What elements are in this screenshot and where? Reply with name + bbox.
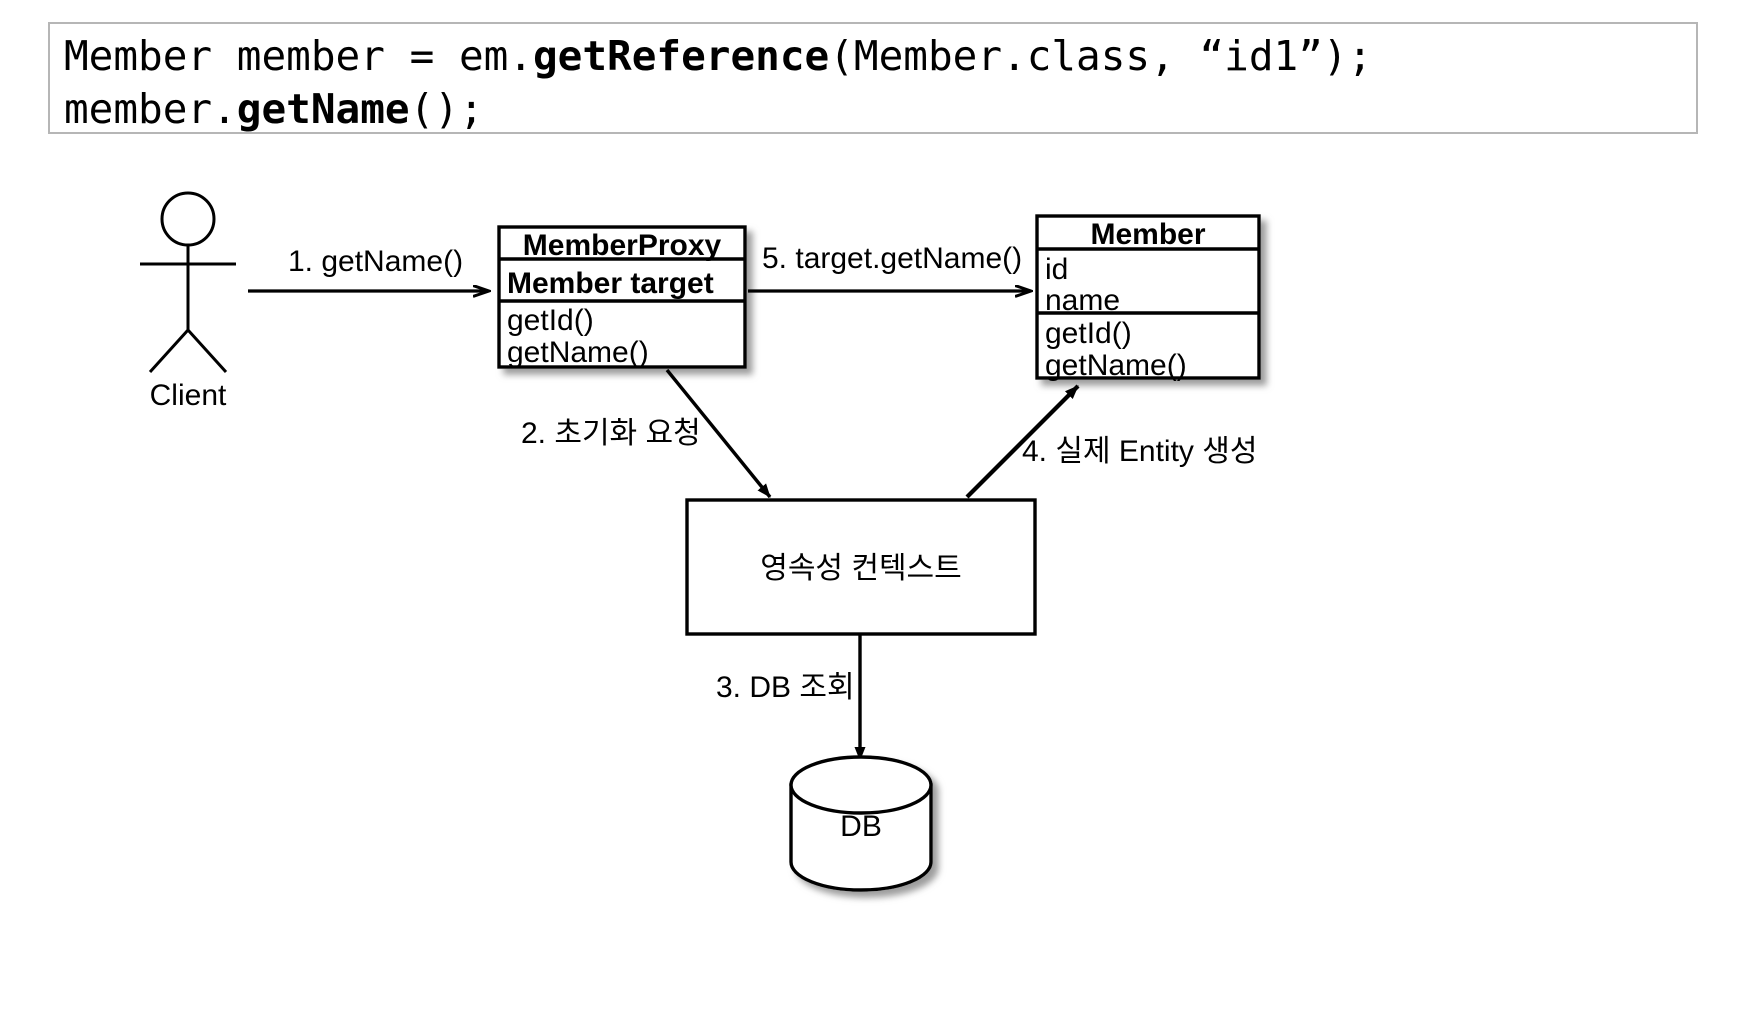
edge-5-target-getname: 5. target.getName() <box>748 242 1030 291</box>
edge-4-create-entity: 4. 실제 Entity 생성 <box>965 384 1257 499</box>
edge-2-label: 2. 초기화 요청 <box>521 417 701 450</box>
edge-2-init-request: 2. 초기화 요청 <box>521 368 772 499</box>
member-method-1: getName() <box>1045 349 1187 382</box>
code-line-1: Member member = em.getReference(Member.c… <box>64 30 1682 83</box>
edge-3-db-query: 3. DB 조회 <box>716 634 866 761</box>
code-line-1-post: (Member.class, “id1”); <box>829 32 1373 80</box>
member-method-0: getId() <box>1045 317 1132 350</box>
class-box-member <box>1035 214 1261 380</box>
member-title: Member <box>1090 218 1205 251</box>
actor-client: Client <box>140 191 236 412</box>
database-cylinder <box>789 755 933 892</box>
edge-4-line <box>965 384 1080 499</box>
database-body <box>789 783 933 892</box>
code-line-2-post: (); <box>409 85 484 133</box>
memberproxy-method-0: getId() <box>507 304 594 337</box>
memberproxy-method-1: getName() <box>507 336 649 369</box>
memberproxy-outline <box>497 225 747 369</box>
actor-leg-right <box>186 328 228 374</box>
actor-leg-left <box>148 328 190 374</box>
member-attr-0: id <box>1045 253 1068 286</box>
code-block: Member member = em.getReference(Member.c… <box>48 22 1698 134</box>
edge-3-label: 3. DB 조회 <box>716 671 855 704</box>
code-line-1-pre: Member member = em. <box>64 32 533 80</box>
edge-1-getname: 1. getName() <box>248 245 488 291</box>
class-box-memberproxy <box>497 225 747 369</box>
database-label: DB <box>840 810 882 843</box>
actor-head-icon <box>160 191 216 247</box>
member-outline <box>1035 214 1261 380</box>
actor-label: Client <box>150 379 227 412</box>
code-line-1-bold: getReference <box>533 32 830 80</box>
edge-2-line <box>665 368 772 499</box>
edge-4-label: 4. 실제 Entity 생성 <box>1022 435 1257 468</box>
edge-1-label: 1. getName() <box>288 245 463 278</box>
edge-5-label: 5. target.getName() <box>762 242 1022 275</box>
member-attr-1: name <box>1045 284 1120 317</box>
memberproxy-field: Member target <box>507 267 714 300</box>
code-line-2-bold: getName <box>236 85 410 133</box>
memberproxy-title: MemberProxy <box>523 229 722 262</box>
persistence-context-label: 영속성 컨텍스트 <box>760 552 962 585</box>
class-box-member-text: Member id name getId() getName() <box>1045 218 1206 382</box>
persistence-context-box: 영속성 컨텍스트 <box>685 498 1037 636</box>
code-line-2: member.getName(); <box>64 83 1682 136</box>
persistence-context-outline <box>685 498 1037 636</box>
database-top-ellipse <box>789 755 933 815</box>
class-box-memberproxy-text: MemberProxy Member target getId() getNam… <box>507 229 722 369</box>
code-line-2-pre: member. <box>64 85 237 133</box>
